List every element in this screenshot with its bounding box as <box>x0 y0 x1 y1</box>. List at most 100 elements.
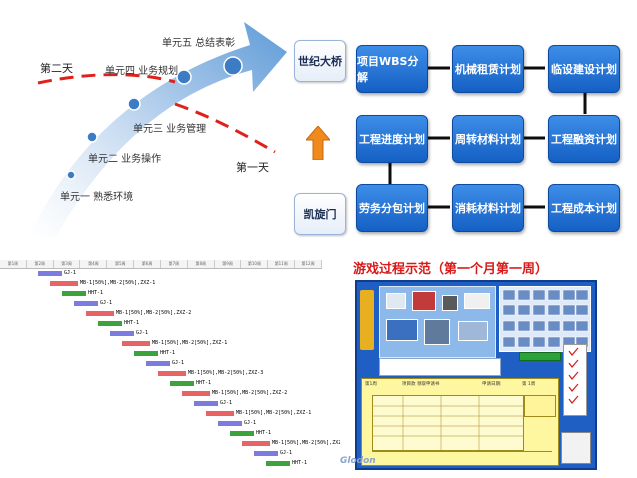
plan-labor-button[interactable]: 劳务分包计划 <box>356 184 428 232</box>
gantt-bar-label: GJ-1 <box>64 270 77 276</box>
gantt-bar-label: MB-1[50%],MB-2[50%],ZXZ-3 <box>188 370 264 376</box>
day-2-label: 第二天 <box>40 62 73 75</box>
gantt-header-cell: 第10周 <box>242 260 269 268</box>
gantt-bar <box>98 321 122 326</box>
gantt-bar <box>254 451 278 456</box>
preview-thumbnail <box>561 432 591 464</box>
up-arrow-icon <box>306 126 330 160</box>
brand-logo: Glodon <box>340 456 376 466</box>
plan-connectors <box>388 66 587 209</box>
plan-machinery-button[interactable]: 机械租赁计划 <box>452 45 524 93</box>
century-bridge-box: 世纪大桥 <box>294 40 346 82</box>
form-week-value: 第 1周 <box>522 382 536 387</box>
gantt-header: 第1周第2周第3周第4周第5周第6周第7周第8周第9周第10周第11周第12周 <box>0 260 322 269</box>
resource-grid <box>499 286 591 352</box>
gantt-bar <box>242 441 270 446</box>
gantt-bar-label: GJ-1 <box>280 450 293 456</box>
gantt-header-cell: 第3周 <box>54 260 81 268</box>
gantt-bar <box>122 341 150 346</box>
form-date-label: 申请日期: <box>482 382 502 387</box>
site-icons-area <box>379 286 496 358</box>
checklist-column <box>563 344 587 416</box>
gantt-bar <box>86 311 114 316</box>
gantt-bar-label: HHT-1 <box>256 430 272 436</box>
gantt-header-cell: 第1周 <box>0 260 27 268</box>
game-title: 游戏过程示范（第一个月第一周） <box>353 262 549 277</box>
gantt-bar-label: HHT-1 <box>124 320 140 326</box>
gantt-bar <box>266 461 290 466</box>
game-demo: 游戏过程示范（第一个月第一周） <box>340 258 608 470</box>
plan-temp-facility-button[interactable]: 临设建设计划 <box>548 45 620 93</box>
gantt-bar-label: MB-1[50%],MB-2[50%],ZXZ-1 <box>152 340 228 346</box>
plan-financing-button[interactable]: 工程融资计划 <box>548 115 620 163</box>
day-1-label: 第一天 <box>236 161 269 174</box>
gantt-header-cell: 第2周 <box>27 260 54 268</box>
building-icon <box>386 293 406 309</box>
gantt-bar <box>74 301 98 306</box>
plan-wbs-button[interactable]: 项目WBS分解 <box>356 45 428 93</box>
gantt-bar-label: GJ-1 <box>100 300 113 306</box>
gantt-bar-label: MB-1[50%],MB-2[50%],ZXZ-1 <box>80 280 156 286</box>
gantt-header-cell: 第11周 <box>268 260 296 268</box>
plan-consumable-button[interactable]: 消耗材料计划 <box>452 184 524 232</box>
gantt-bar <box>218 421 242 426</box>
gantt-bar-label: MB-1[50%],MB-2[50%],ZXZ-2 <box>116 310 192 316</box>
gantt-bar-label: HHT-1 <box>196 380 212 386</box>
truck-icon <box>464 293 490 309</box>
unit-1-label: 单元一 熟悉环境 <box>60 192 134 203</box>
triumph-arch-box: 凯旋门 <box>294 193 346 235</box>
game-panel: 第1周 项目款 领取申请书 申请日期: 第 1周 <box>355 280 597 470</box>
gantt-header-cell: 第8周 <box>188 260 215 268</box>
gantt-bar <box>158 371 186 376</box>
gantt-header-cell: 第7周 <box>161 260 188 268</box>
unit-3-label: 单元三 业务管理 <box>133 124 207 135</box>
gantt-bar <box>50 281 78 286</box>
warehouse-icon <box>458 321 488 341</box>
gantt-chart: 第1周第2周第3周第4周第5周第6周第7周第8周第9周第10周第11周第12周 … <box>0 260 347 472</box>
form-table <box>372 395 524 451</box>
form-footer <box>372 451 552 462</box>
gantt-bar <box>62 291 86 296</box>
unit-5-label: 单元五 总结表彰 <box>162 38 236 49</box>
unit-2-label: 单元二 业务操作 <box>88 154 162 165</box>
gantt-bar <box>230 431 254 436</box>
gantt-bar <box>182 391 210 396</box>
gantt-header-cell: 第6周 <box>134 260 161 268</box>
plan-progress-button[interactable]: 工程进度计划 <box>356 115 428 163</box>
plan-turnover-material-button[interactable]: 周转材料计划 <box>452 115 524 163</box>
request-form: 第1周 项目款 领取申请书 申请日期: 第 1周 <box>361 378 559 466</box>
form-title: 项目款 领取申请书 <box>402 382 440 387</box>
worker-icon <box>442 295 458 311</box>
gantt-bar <box>194 401 218 406</box>
brand-strip <box>360 290 374 350</box>
gantt-bar <box>206 411 234 416</box>
gantt-bar-label: HHT-1 <box>292 460 308 466</box>
gantt-bar-label: HHT-1 <box>160 350 176 356</box>
gantt-bar-label: GJ-1 <box>220 400 233 406</box>
office-icon <box>386 319 418 341</box>
unit-4-label: 单元四 业务规划 <box>105 66 179 77</box>
plan-cost-button[interactable]: 工程成本计划 <box>548 184 620 232</box>
gantt-bar-label: GJ-1 <box>244 420 257 426</box>
gantt-header-cell: 第4周 <box>81 260 108 268</box>
gantt-bar-label: GJ-1 <box>136 330 149 336</box>
milestone-dots <box>66 56 243 180</box>
crane-icon <box>424 319 450 345</box>
gantt-bar <box>170 381 194 386</box>
roadmap-diagram: 单元一 熟悉环境 单元二 业务操作 单元三 业务管理 单元四 业务规划 单元五 … <box>0 0 290 240</box>
gantt-bar-label: HHT-1 <box>88 290 104 296</box>
gantt-bar-label: GJ-1 <box>172 360 185 366</box>
gantt-bar <box>146 361 170 366</box>
stat-boxes <box>379 358 501 376</box>
gantt-bar <box>38 271 62 276</box>
roadmap-arrow <box>30 22 287 238</box>
form-side-box <box>524 395 556 417</box>
plan-grid: 项目WBS分解 机械租赁计划 临设建设计划 工程进度计划 周转材料计划 工程融资… <box>350 40 620 240</box>
form-week-label: 第1周 <box>365 382 377 387</box>
machine-icon <box>412 291 436 311</box>
gantt-header-cell: 第5周 <box>107 260 135 268</box>
gantt-bar-label: MB-1[50%],MB-2[50%],ZXZ-3 <box>272 440 348 446</box>
gantt-bar-label: MB-1[50%],MB-2[50%],ZXZ-2 <box>212 390 288 396</box>
gantt-header-cell: 第12周 <box>295 260 322 268</box>
